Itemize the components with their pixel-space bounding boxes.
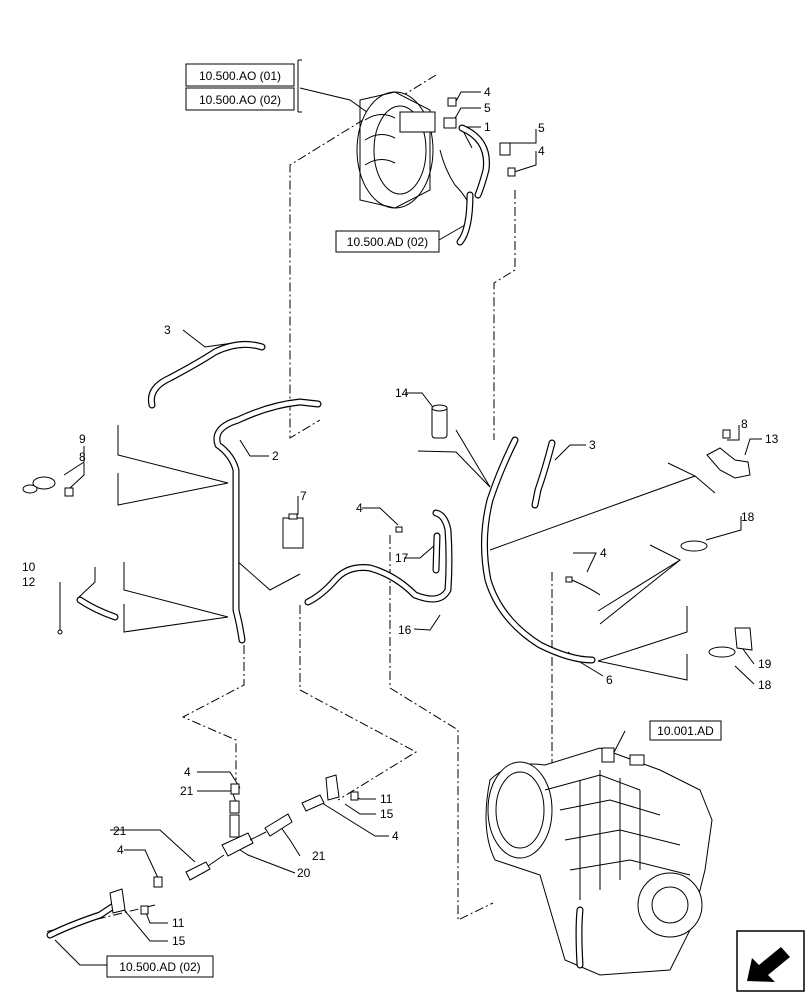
tank-assembly	[356, 91, 516, 246]
callout-number: 3	[589, 438, 596, 452]
callout-number: 6	[606, 673, 613, 687]
callout-number: 11	[172, 916, 185, 930]
callout-number: 15	[380, 807, 394, 821]
callout-number: 1	[484, 120, 491, 134]
reference-link-ad02-bottom[interactable]: 10.500.AD (02)	[106, 955, 214, 978]
callout-number: 4	[356, 501, 363, 515]
callout-number: 4	[484, 85, 491, 99]
callout-number: 15	[172, 934, 186, 948]
callout-number: 11	[380, 792, 393, 806]
reference-link-ad02-top[interactable]: 10.500.AD (02)	[335, 230, 440, 253]
callout-numbers: 4 5 1 5 4 3 2 9 8 7 14 8 13 3 4 17 16 4 …	[22, 85, 779, 948]
callout-number: 7	[300, 489, 307, 503]
callout-number: 21	[180, 784, 194, 798]
callout-number: 20	[297, 866, 311, 880]
small-parts	[22, 404, 753, 658]
callout-number: 12	[22, 575, 36, 589]
reference-label: 10.500.AO (02)	[199, 93, 281, 107]
reference-link-ad001[interactable]: 10.001.AD	[649, 720, 722, 741]
reference-link-ao01[interactable]: 10.500.AO (01)	[185, 63, 295, 87]
callout-number: 4	[117, 843, 124, 857]
callout-number: 18	[741, 510, 755, 524]
callout-number: 10	[22, 560, 36, 574]
callout-number: 18	[758, 678, 772, 692]
callout-number: 19	[758, 657, 772, 671]
callout-number: 16	[398, 623, 412, 637]
reference-boxes: 10.500.AO (01) 10.500.AO (02) 10.500.AD …	[106, 59, 722, 978]
callout-number: 4	[538, 144, 545, 158]
reference-label: 10.500.AD (02)	[347, 235, 428, 249]
callout-number: 21	[312, 849, 326, 863]
hoses	[46, 340, 601, 939]
fittings-assembly	[109, 774, 359, 915]
callout-number: 2	[272, 449, 279, 463]
callout-number: 3	[164, 323, 171, 337]
callout-number: 4	[600, 546, 607, 560]
callout-number: 21	[113, 824, 127, 838]
reference-label: 10.500.AO (01)	[199, 69, 281, 83]
callout-number: 8	[741, 417, 748, 431]
reference-label: 10.001.AD	[657, 724, 714, 738]
engine-assembly	[485, 747, 713, 976]
callout-number: 4	[184, 765, 191, 779]
callout-number: 13	[765, 432, 779, 446]
callout-number: 5	[484, 101, 491, 115]
callout-number: 9	[79, 432, 86, 446]
reference-label: 10.500.AD (02)	[119, 960, 200, 974]
reference-link-ao02[interactable]: 10.500.AO (02)	[185, 87, 295, 111]
callout-number: 4	[392, 829, 399, 843]
next-page-arrow-icon[interactable]	[736, 930, 805, 992]
callout-number: 5	[538, 121, 545, 135]
callout-number: 14	[395, 386, 409, 400]
callout-number: 8	[79, 450, 86, 464]
callout-number: 17	[395, 551, 409, 565]
